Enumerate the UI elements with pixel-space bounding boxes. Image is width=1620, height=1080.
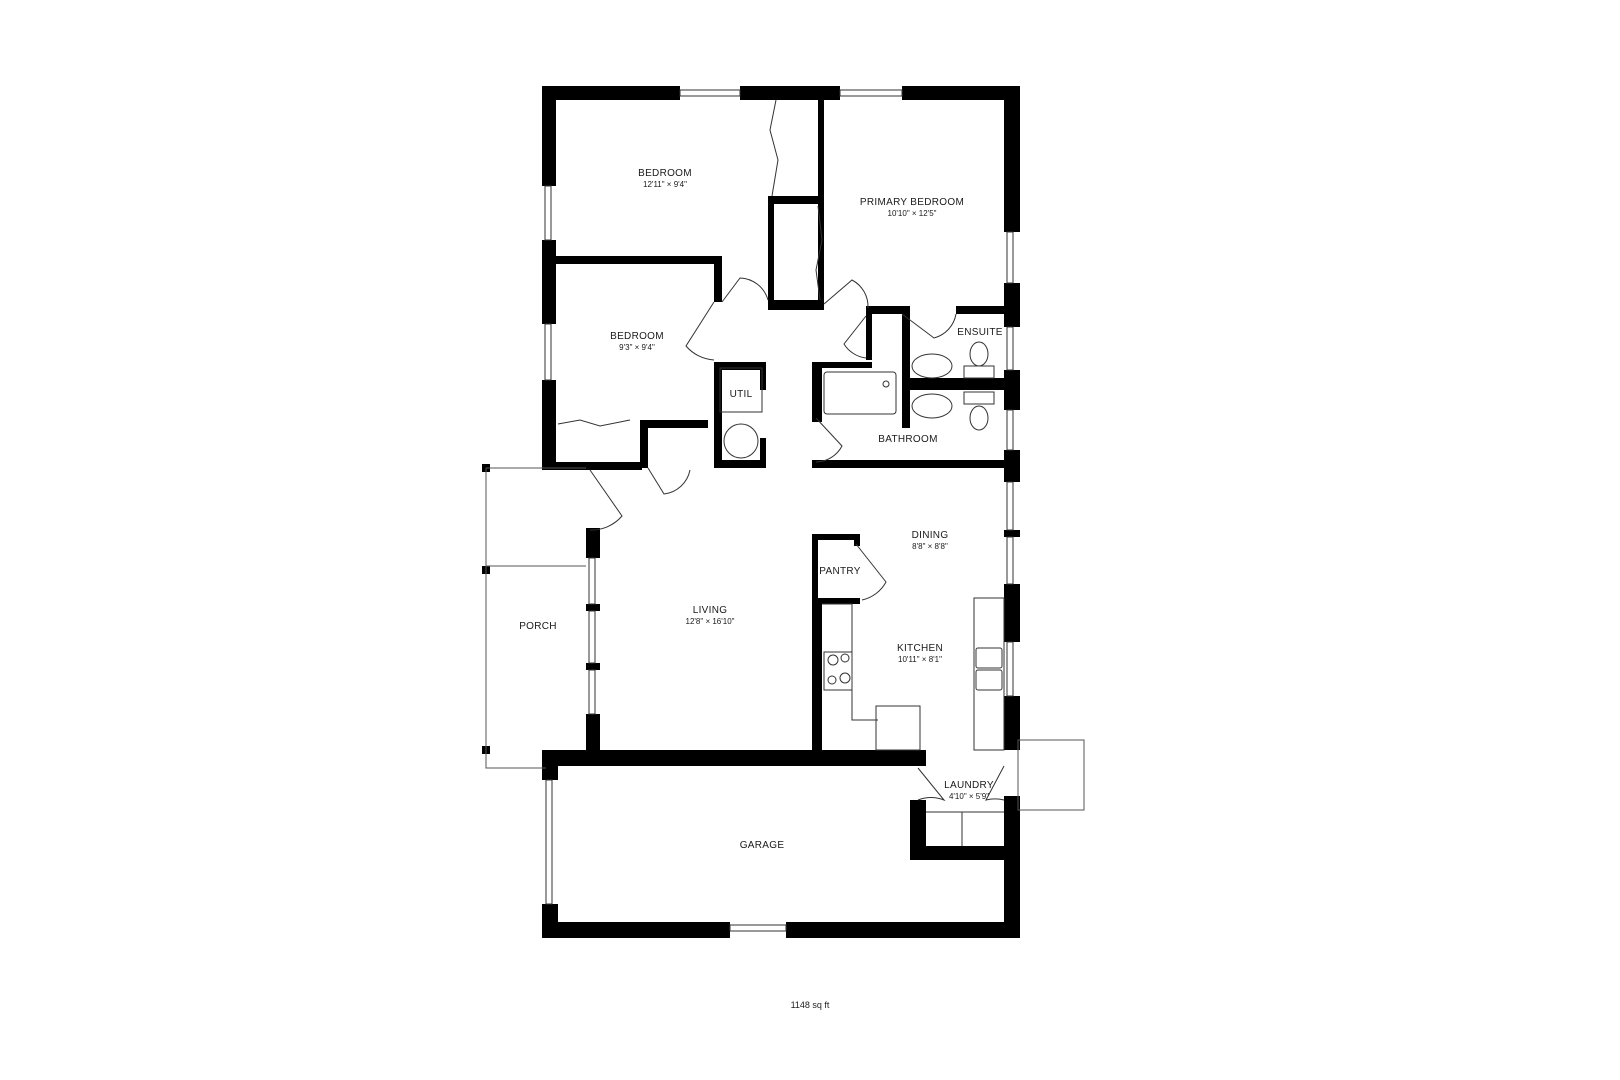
porch-outline [485,467,1085,811]
room-label-primary-bedroom: PRIMARY BEDROOM 10'10" × 12'5" [859,197,965,218]
util-box [719,367,763,413]
room-label-ensuite: ENSUITE [957,327,1003,338]
windows [544,89,1014,932]
doors [557,99,1005,802]
bathroom-sink-icon [911,393,953,419]
ensuite-sink-icon [911,353,953,379]
total-area: 1148 sq ft [790,1000,830,1010]
ensuite-toilet-icon [969,341,989,367]
kitchen-counter-right [973,597,1005,751]
bathtub-icon [823,371,897,415]
room-label-bathroom: BATHROOM [878,434,938,445]
interior-walls [542,86,1012,754]
water-heater-icon [723,423,759,459]
room-label-bedroom-1: BEDROOM 12'11" × 9'4" [638,168,692,189]
room-label-garage: GARAGE [739,840,785,851]
fixtures [719,341,1005,846]
exterior-walls [482,86,1020,938]
stove-icon [823,651,853,691]
room-label-util: UTIL [729,389,753,400]
sink-icon [975,647,1003,669]
room-label-living: LIVING 12'8" × 16'10" [685,605,735,626]
room-label-dining: DINING 8'8" × 8'8" [911,530,949,551]
fridge-icon [875,705,921,751]
kitchen-counter [822,603,878,721]
room-label-bedroom-2: BEDROOM 9'3" × 9'4" [610,331,664,352]
room-label-laundry: LAUNDRY 4'10" × 5'9" [944,780,994,801]
room-label-kitchen: KITCHEN 10'11" × 8'1" [897,643,943,664]
bathroom-toilet-icon [969,405,989,431]
room-label-pantry: PANTRY [819,566,861,577]
room-label-porch: PORCH [519,621,557,632]
